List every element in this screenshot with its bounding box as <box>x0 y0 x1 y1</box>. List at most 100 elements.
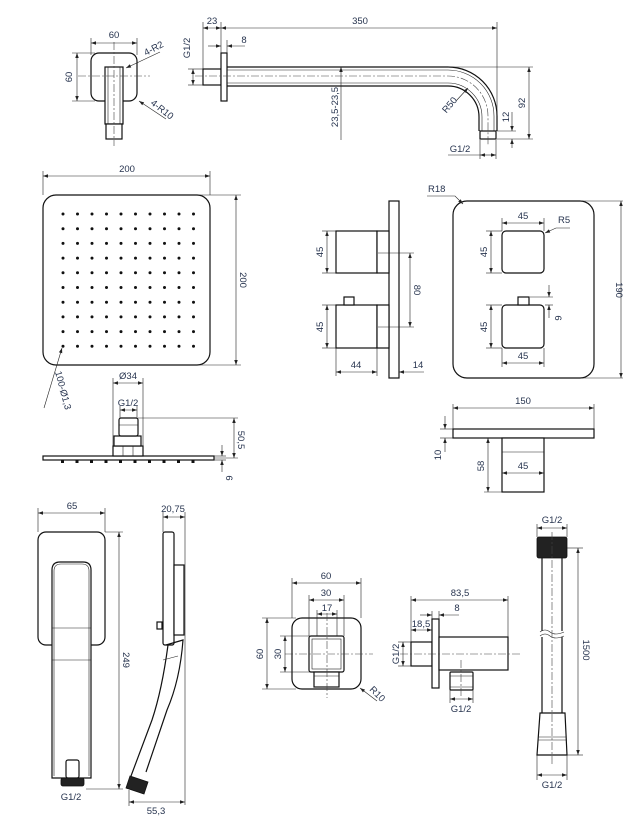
dim-outlet-width: 60 <box>321 571 332 582</box>
nozzle-dot <box>148 330 152 334</box>
nozzle-dot <box>105 300 108 304</box>
nozzle-dot <box>148 300 152 304</box>
nozzle-dot <box>192 256 195 260</box>
nozzle-dot <box>177 286 181 289</box>
nozzle-dot <box>105 241 108 245</box>
nozzle-dot <box>105 227 108 231</box>
nozzle-dot <box>90 286 94 289</box>
nozzle-dot <box>177 212 181 216</box>
nozzle-dot <box>90 256 94 260</box>
nozzle-dot <box>61 286 65 289</box>
nozzle-dot <box>163 286 166 289</box>
dim-knob1-width: 45 <box>518 211 529 222</box>
dim-hose-bottom-thread: G1/2 <box>542 780 563 791</box>
dim-head-thickness: 6 <box>223 475 234 480</box>
nozzle-dot <box>134 315 137 319</box>
nozzle-dot <box>148 344 152 348</box>
nozzle-dot <box>134 300 137 304</box>
dim-top-plate-thickness: 10 <box>433 450 444 461</box>
dim-hand-length: 249 <box>120 652 131 668</box>
nozzle-dot <box>192 300 195 304</box>
nozzle-dot <box>177 300 181 304</box>
nozzle-tip <box>104 460 108 463</box>
nozzle-dot <box>148 286 152 289</box>
nozzle-tip <box>177 460 180 463</box>
dim-arm-outlet-thread: G1/2 <box>450 144 471 155</box>
nozzle-dot <box>90 241 94 245</box>
nozzle-dot <box>119 227 123 231</box>
nozzle-tip <box>90 460 93 463</box>
nozzle-dot <box>192 241 195 245</box>
nozzle-dot <box>61 300 65 304</box>
nozzle-dot <box>76 315 79 319</box>
nozzle-dot <box>76 286 79 289</box>
nozzle-dot <box>90 300 94 304</box>
nozzle-dot <box>76 241 79 245</box>
nozzle-dot <box>76 330 79 334</box>
nozzle-dot <box>61 212 65 216</box>
nozzle-tip <box>191 460 195 463</box>
nozzle-dot <box>177 330 181 334</box>
nozzle-dot <box>61 330 65 334</box>
nozzle-dot <box>76 227 79 231</box>
dim-hand-depth: 55,3 <box>147 806 166 817</box>
wall-bracket-front-view: 60 60 4-R2 4-R10 <box>64 30 175 146</box>
dim-arm-flange-thickness: 8 <box>241 35 246 46</box>
dim-outlet-length: 83,5 <box>451 588 470 599</box>
dim-bracket-inner-radius: 4-R2 <box>142 39 165 58</box>
nozzle-dot <box>76 212 79 216</box>
dim-head-thread: G1/2 <box>118 398 139 409</box>
nozzle-tip <box>75 460 79 463</box>
nozzle-dot <box>148 241 152 245</box>
nozzle-dot <box>119 344 123 348</box>
nozzle-dot <box>177 256 181 260</box>
nozzle-dot <box>148 315 152 319</box>
nozzle-dot <box>177 227 181 231</box>
nozzle-dot <box>192 286 195 289</box>
dim-pin-height: 6 <box>552 315 563 320</box>
nozzle-dot <box>90 212 94 216</box>
dim-knob1-height: 45 <box>315 247 326 258</box>
nozzle-dot <box>61 256 65 260</box>
nozzle-dot <box>119 212 123 216</box>
dim-head-depth: 200 <box>237 272 248 288</box>
dim-plate-height: 190 <box>613 282 623 298</box>
nozzle-dot <box>119 286 123 289</box>
nozzle-dot <box>148 227 152 231</box>
wall-outlet-side-view: 83,5 8 18,5 G1/2 G1/2 <box>391 588 521 715</box>
shower-hose: G1/2 1500 G1/2 <box>536 515 591 791</box>
dim-head-connector-diameter: Ø34 <box>119 371 137 382</box>
nozzle-dot <box>61 315 65 319</box>
nozzle-tip <box>133 460 137 463</box>
dim-knob-depth: 44 <box>351 360 362 371</box>
nozzle-dot <box>61 344 65 348</box>
nozzle-dot <box>134 256 137 260</box>
nozzle-dot <box>76 300 79 304</box>
dim-outlet-port-width: 17 <box>322 603 333 614</box>
nozzle-dot <box>192 271 195 275</box>
dim-arm-drop: 92 <box>517 98 528 109</box>
nozzle-dot <box>105 330 108 334</box>
dim-bracket-height: 60 <box>64 72 75 83</box>
thermostat-front-view: R18 45 R5 45 45 6 45 190 <box>427 184 623 379</box>
thermostat-top-view: 150 10 58 45 <box>433 396 595 493</box>
wall-outlet-front-view: 60 30 17 60 30 R10 <box>255 571 387 704</box>
nozzle-tips <box>61 460 195 463</box>
dim-arm-bend-radius: R50 <box>440 95 460 115</box>
nozzle-dot <box>105 256 108 260</box>
dim-outlet-outlet-thread: G1/2 <box>451 704 472 715</box>
nozzle-dot <box>163 241 166 245</box>
nozzle-dot <box>134 271 137 275</box>
nozzle-dot <box>163 227 166 231</box>
dim-hand-head-thickness: 20,75 <box>161 504 185 515</box>
nozzle-dot <box>90 227 94 231</box>
nozzle-dot <box>192 212 195 216</box>
dim-top-body-width: 45 <box>518 461 529 472</box>
dim-front-knob2-height: 45 <box>479 322 490 333</box>
nozzle-dot <box>119 241 123 245</box>
shower-head-top-view: 200 200 100-Ø1,3 <box>42 164 248 411</box>
dim-outlet-inlet-thread: G1/2 <box>391 644 402 665</box>
dim-outlet-nipple: 18,5 <box>412 619 431 630</box>
nozzle-dot <box>192 330 195 334</box>
dim-front-knob1-height: 45 <box>479 247 490 258</box>
